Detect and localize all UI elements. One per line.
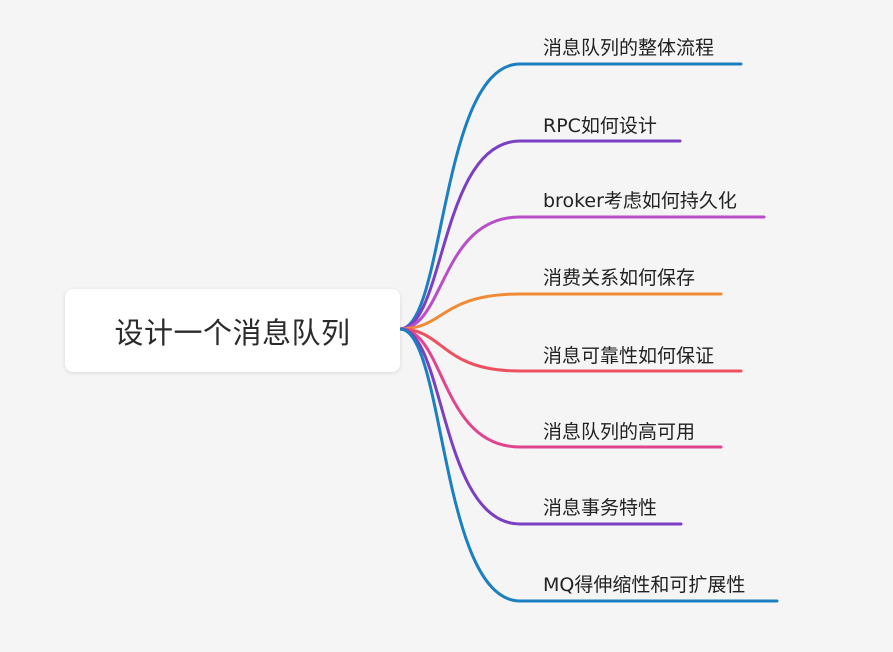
edge-overall-flow bbox=[398, 62, 743, 331]
edge-consumer-relation bbox=[398, 292, 723, 331]
edge-scalability bbox=[398, 327, 779, 603]
branch-label-rpc-design[interactable]: RPC如何设计 bbox=[543, 115, 657, 137]
branch-label-reliability[interactable]: 消息可靠性如何保证 bbox=[543, 345, 715, 367]
root-topic-label: 设计一个消息队列 bbox=[114, 315, 351, 350]
edge-rpc-design bbox=[398, 139, 682, 331]
edge-broker-persistence bbox=[398, 215, 766, 331]
branch-label-high-availability[interactable]: 消息队列的高可用 bbox=[543, 421, 696, 443]
branch-label-scalability[interactable]: MQ得伸缩性和可扩展性 bbox=[543, 574, 746, 596]
branch-label-consumer-relation[interactable]: 消费关系如何保存 bbox=[543, 267, 696, 289]
root-topic-node[interactable]: 设计一个消息队列 bbox=[65, 289, 400, 372]
branch-label-transactions[interactable]: 消息事务特性 bbox=[543, 497, 658, 519]
edge-transactions bbox=[398, 327, 683, 526]
branch-label-overall-flow[interactable]: 消息队列的整体流程 bbox=[543, 37, 715, 59]
edge-reliability bbox=[398, 327, 743, 373]
edge-high-availability bbox=[398, 327, 723, 449]
branch-label-broker-persistence[interactable]: broker考虑如何持久化 bbox=[543, 190, 737, 212]
